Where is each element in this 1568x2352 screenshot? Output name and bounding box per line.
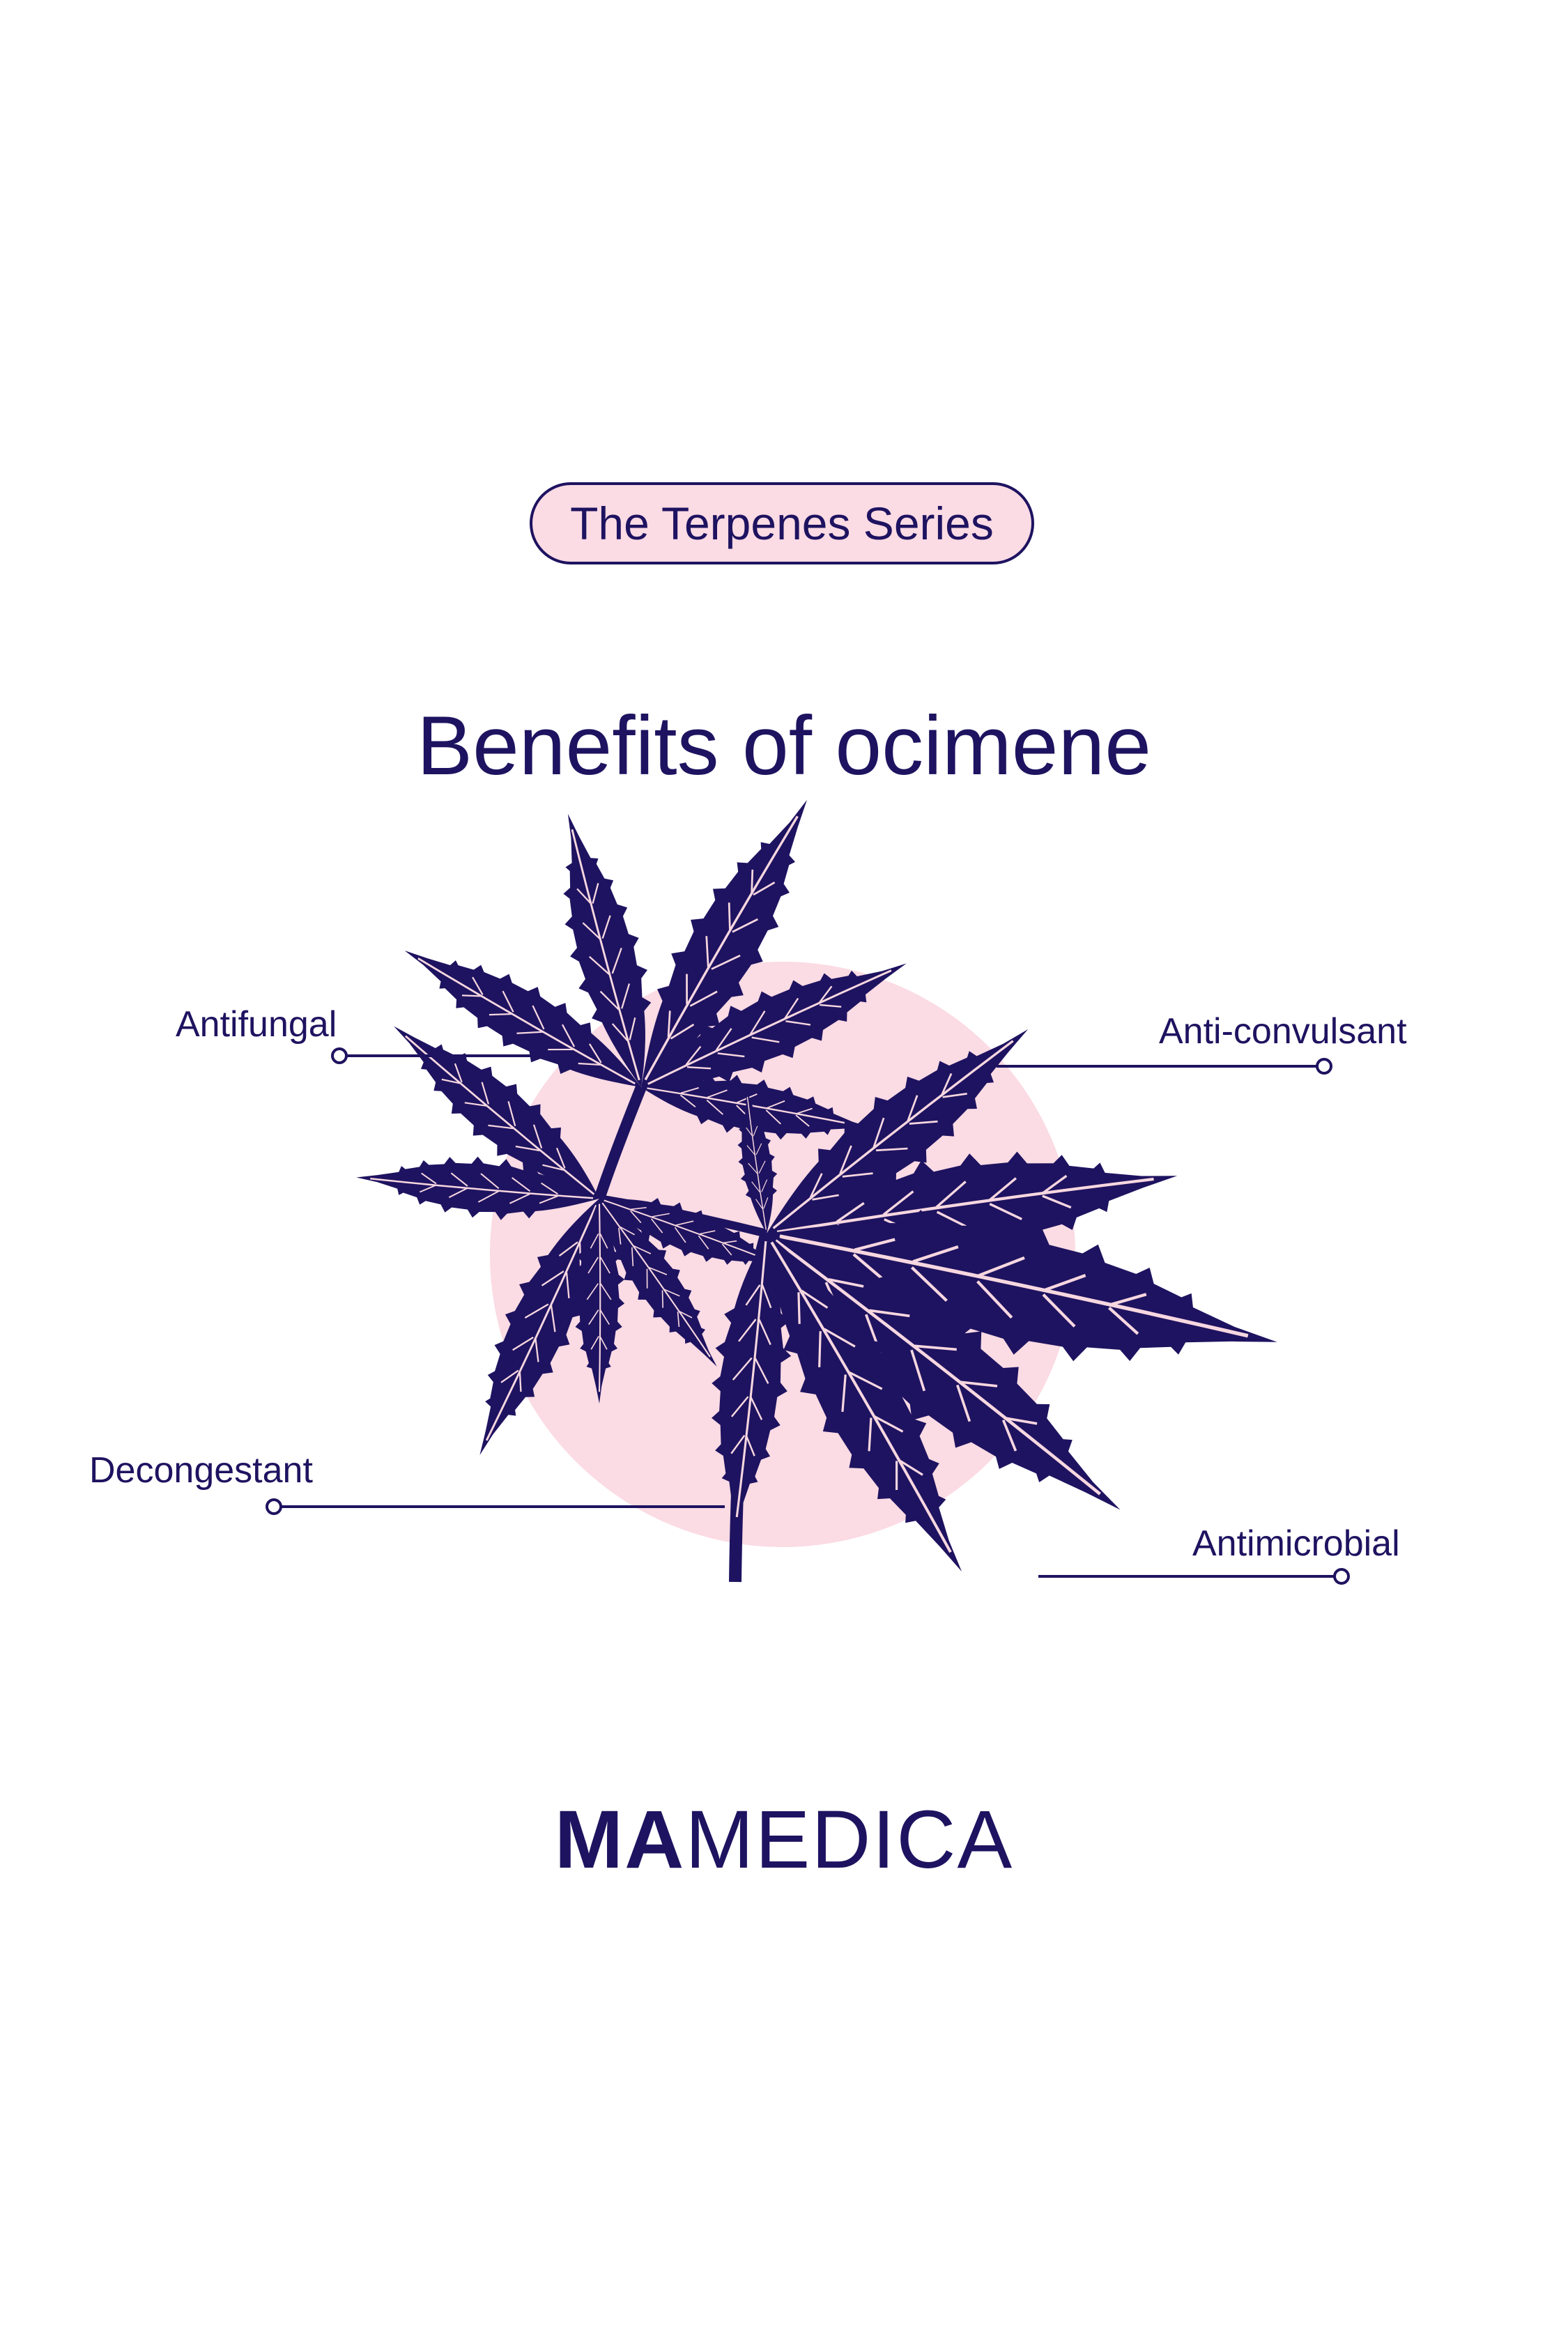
- series-badge: The Terpenes Series: [530, 482, 1034, 564]
- leader-dot-anticonvulsant: [1316, 1058, 1332, 1075]
- leader-dot-antimicrobial: [1333, 1568, 1350, 1585]
- benefit-label-antifungal: Antifungal: [176, 1004, 337, 1045]
- benefit-label-decongestant: Decongestant: [89, 1450, 313, 1491]
- leader-dot-decongestant: [266, 1498, 282, 1515]
- page-title: Benefits of ocimene: [417, 699, 1151, 792]
- leader-lines: [266, 1047, 1350, 1585]
- stem: [594, 1085, 647, 1201]
- series-badge-label: The Terpenes Series: [570, 498, 994, 549]
- leader-dot-antifungal: [331, 1047, 348, 1064]
- brand-logo-light: MEDICA: [685, 1794, 1014, 1886]
- brand-logo: MAMEDICA: [0, 1791, 1568, 1889]
- benefit-label-antimicrobial: Antimicrobial: [1192, 1523, 1400, 1564]
- benefit-label-anticonvulsant: Anti-convulsant: [1159, 1011, 1407, 1052]
- brand-logo-bold: MA: [554, 1794, 686, 1886]
